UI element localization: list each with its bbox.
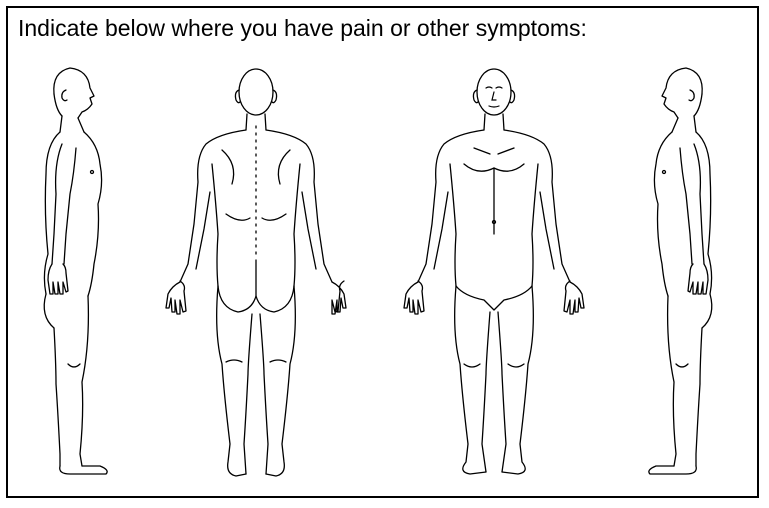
body-front-icon: [404, 69, 584, 474]
body-side-left-icon: [44, 68, 107, 474]
body-back-icon: [166, 69, 346, 476]
body-side-right-icon: [649, 68, 712, 474]
